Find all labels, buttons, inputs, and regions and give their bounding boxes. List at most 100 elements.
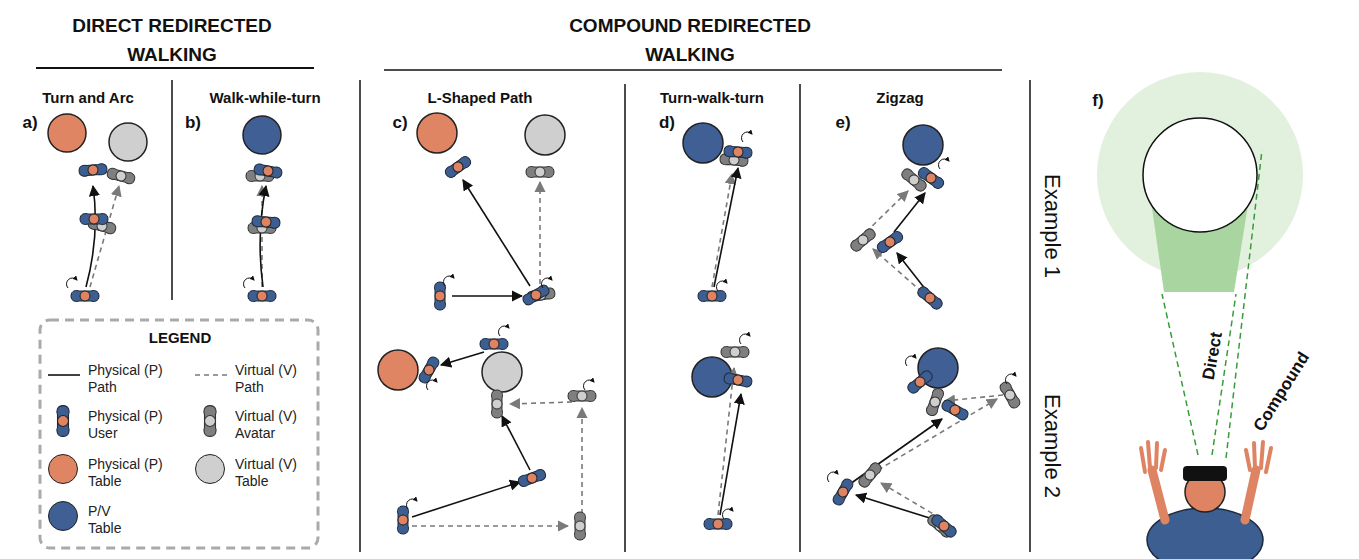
legend-sample <box>48 375 80 376</box>
virtual-avatar <box>492 390 503 418</box>
turn-symbol <box>583 380 594 390</box>
direct-label: Direct <box>1199 331 1227 382</box>
turn-symbol <box>243 278 254 288</box>
legend-text: Virtual (V) Path <box>235 362 325 396</box>
physical-user <box>940 398 970 422</box>
compound-label: Compound <box>1250 349 1315 436</box>
column-title: L-Shaped Path <box>427 89 532 107</box>
person-arm <box>1152 470 1165 520</box>
physical-path <box>856 495 936 520</box>
dashed-line-sample <box>195 374 227 376</box>
column-title: Zigzag <box>876 89 924 107</box>
legend-text: Virtual (V) Table <box>235 456 325 490</box>
physical-user <box>723 372 752 388</box>
virtual-path <box>510 402 572 404</box>
virtual-avatar <box>998 380 1022 410</box>
column-title: Turn and Arc <box>42 89 134 107</box>
physical-user <box>724 145 753 158</box>
legend-text: Physical (P) Path <box>88 362 178 396</box>
physical-user <box>248 291 276 302</box>
avatar-sample <box>204 406 216 437</box>
turn-symbol <box>498 326 509 336</box>
turn-symbol <box>741 132 752 142</box>
heading-rule <box>384 69 1002 71</box>
physical-path <box>894 193 925 232</box>
physical-user <box>435 282 446 310</box>
physical-user <box>71 291 99 302</box>
heading-underline <box>36 67 314 69</box>
turn-symbol <box>426 380 437 390</box>
virtual-avatar <box>568 391 596 402</box>
physical-table <box>417 113 457 153</box>
panel-divider <box>171 80 173 300</box>
panel-letter: b) <box>185 113 201 133</box>
section-heading: COMPOUND REDIRECTED WALKING <box>530 11 850 70</box>
virtual-path <box>718 368 734 515</box>
legend-swatch <box>48 501 78 531</box>
section-heading: DIRECT REDIRECTED WALKING <box>32 11 312 70</box>
vr-headset <box>1183 466 1227 481</box>
turn-symbol <box>1005 374 1016 384</box>
panel-divider <box>1029 80 1031 552</box>
turn-symbol <box>406 499 417 509</box>
pv-table <box>683 123 723 163</box>
person-hand <box>1141 442 1165 472</box>
column-title: Walk-while-turn <box>209 89 320 107</box>
physical-table <box>48 114 86 152</box>
virtual-avatar <box>857 461 883 490</box>
virtual-table <box>109 123 147 161</box>
physical-user <box>916 165 945 190</box>
physical-user <box>480 339 508 350</box>
physical-path <box>412 482 520 517</box>
virtual-path <box>412 525 568 527</box>
physical-path <box>463 180 530 286</box>
physical-user <box>698 291 726 302</box>
physical-user <box>417 355 441 385</box>
legend-sample <box>57 406 69 437</box>
virtual-avatar <box>925 387 945 417</box>
turn-symbol <box>905 356 916 366</box>
virtual-avatar <box>106 167 136 185</box>
target-table <box>1143 118 1257 232</box>
physical-path <box>441 352 484 365</box>
legend-text: Virtual (V) Avatar <box>235 408 325 442</box>
virtual-path <box>945 395 1003 401</box>
physical-user <box>80 214 108 225</box>
solid-line-sample <box>48 374 80 376</box>
physical-user <box>930 513 959 539</box>
person-arm <box>1245 470 1256 520</box>
physical-path <box>897 253 926 290</box>
physical-table <box>378 350 418 390</box>
virtual-avatar <box>526 167 554 178</box>
physical-user <box>398 506 409 534</box>
pv-table <box>243 116 281 154</box>
legend-text: Physical (P) User <box>88 408 178 442</box>
physical-user <box>443 154 472 179</box>
virtual-path <box>712 174 732 287</box>
virtual-path <box>881 483 940 518</box>
legend-sample <box>204 406 216 437</box>
physical-user <box>875 229 904 254</box>
example-label: Example 2 <box>1039 394 1065 498</box>
physical-user <box>906 369 935 395</box>
user-sample <box>57 406 69 437</box>
panel-letter: a) <box>22 113 37 133</box>
physical-path <box>502 416 530 470</box>
physical-path <box>720 394 741 515</box>
virtual-avatar <box>849 227 878 253</box>
turn-symbol <box>541 278 552 288</box>
physical-user <box>916 285 945 311</box>
virtual-path <box>866 191 908 232</box>
legend-text: P/V Table <box>88 503 138 537</box>
turn-symbol <box>716 281 727 291</box>
legend-swatch <box>195 454 225 484</box>
column-title: Turn-walk-turn <box>660 89 764 107</box>
pv-table <box>903 125 943 165</box>
physical-user <box>704 519 732 530</box>
physical-path <box>714 168 738 287</box>
virtual-avatar <box>575 512 586 540</box>
virtual-path <box>581 408 583 514</box>
legend-text: Physical (P) Table <box>88 456 178 490</box>
physical-path <box>260 186 266 287</box>
